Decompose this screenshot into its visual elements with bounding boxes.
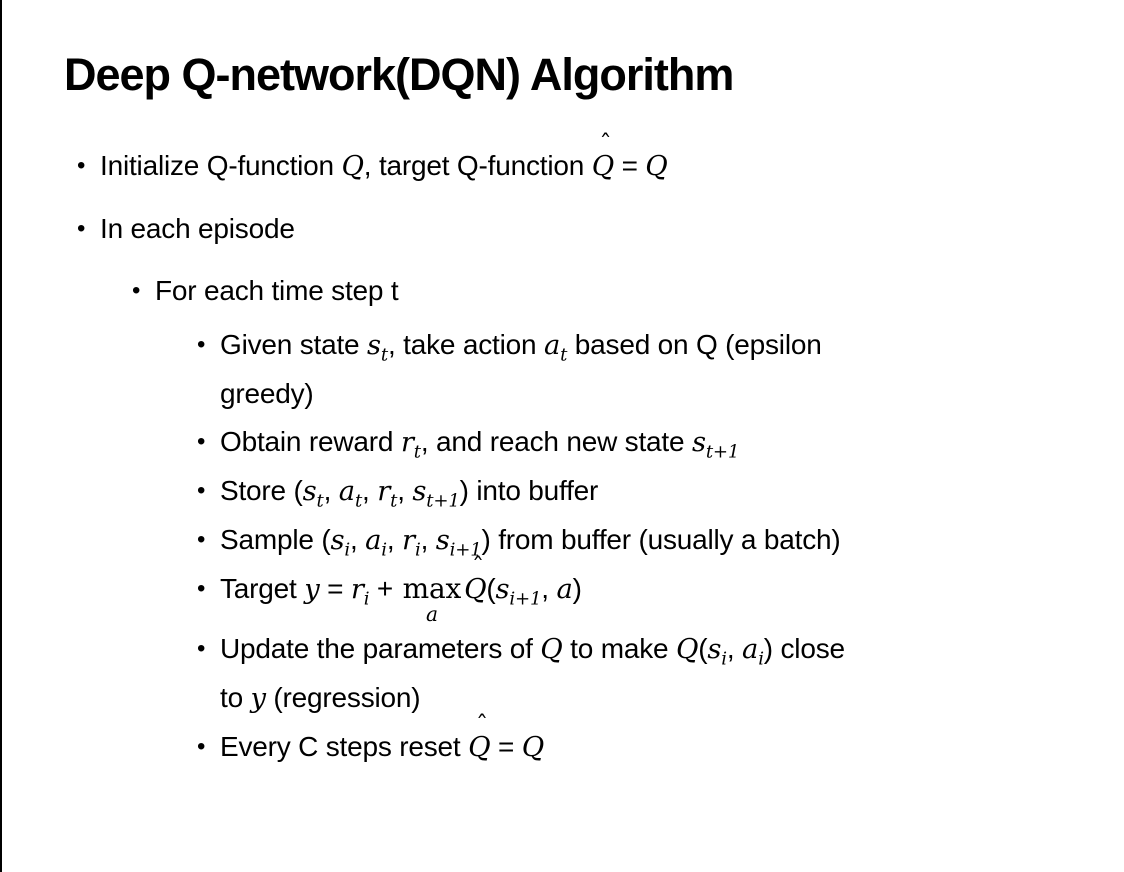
bullet-marker-icon: •: [197, 477, 206, 505]
bullet-text: Initialize Q-function Q, target Q-functi…: [100, 129, 668, 183]
bullet-marker-icon: •: [197, 526, 206, 554]
bullet-marker-icon: •: [197, 732, 206, 760]
bullet-marker-icon: •: [197, 634, 206, 662]
bullet-marker-icon: •: [132, 277, 141, 305]
bullet-text: Sample (si, ai, ri, si+1) from buffer (u…: [220, 524, 841, 561]
bullet-text: Store (st, at, rt, st+1) into buffer: [220, 475, 599, 512]
bullet-text: Given state st, take action at based on …: [220, 329, 822, 410]
bullet-item: • Obtain reward rt, and reach new state s…: [64, 418, 1106, 467]
bullet-marker-icon: •: [77, 215, 86, 243]
bullet-item: • For each time step t: [64, 267, 1106, 315]
bullet-marker-icon: •: [77, 152, 86, 180]
bullet-item: • Store (st, at, rt, st+1) into buffer: [64, 467, 1106, 516]
bullet-text: Obtain reward rt, and reach new state st…: [220, 426, 740, 463]
bullet-item: • Given state st, take action at based on…: [64, 321, 1106, 418]
bullet-item: • Initialize Q-function Q, target Q-funct…: [64, 129, 1106, 191]
bullet-item: • Update the parameters of Q to make Q(si…: [64, 625, 1106, 723]
slide-content: Deep Q-network(DQN) Algorithm • Initializ…: [2, 0, 1124, 772]
bullet-list: • Initialize Q-function Q, target Q-funct…: [64, 129, 1106, 772]
bullet-text: For each time step t: [155, 275, 399, 307]
bullet-item: • Sample (si, ai, ri, si+1) from buffer (…: [64, 516, 1106, 565]
slide-title: Deep Q-network(DQN) Algorithm: [64, 49, 734, 100]
bullet-marker-icon: •: [197, 331, 206, 359]
bullet-marker-icon: •: [197, 428, 206, 456]
bullet-text: In each episode: [100, 213, 295, 245]
bullet-text: Update the parameters of Q to make Q(si,…: [220, 632, 845, 714]
bullet-marker-icon: •: [197, 575, 206, 603]
bullet-item: • In each episode: [64, 205, 1106, 253]
